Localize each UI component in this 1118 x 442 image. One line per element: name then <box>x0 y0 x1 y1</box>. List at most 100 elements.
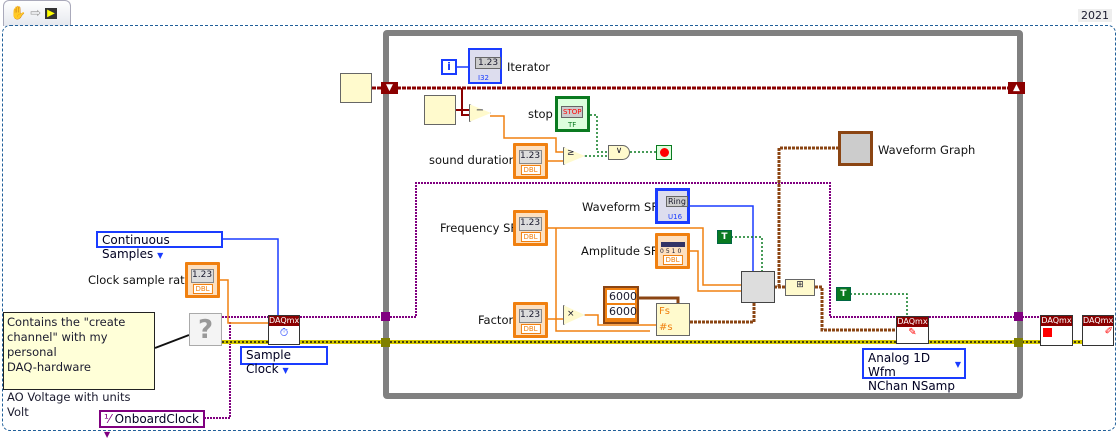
vi-icon[interactable]: ▶ <box>45 8 57 19</box>
stop-terminal-icon <box>660 148 669 157</box>
waveform-wire <box>690 146 896 332</box>
daqmx-write-node[interactable]: DAQmx✎ <box>896 316 929 344</box>
value: 1.23 <box>519 309 542 323</box>
unknown-subvi-node[interactable]: ? <box>189 313 222 346</box>
basic-function-generator-node[interactable] <box>741 271 775 303</box>
arrow-icon[interactable]: ⇨ <box>30 6 42 21</box>
const-to-bundle <box>638 296 680 303</box>
chevron-down-icon: ▼ <box>104 430 111 439</box>
hand-icon[interactable]: ✋ <box>10 6 27 21</box>
shift-register-right[interactable]: ▲ <box>1008 82 1025 94</box>
freq-wire <box>548 227 741 332</box>
type: DBL <box>520 232 541 242</box>
true-constant-2[interactable]: T <box>836 287 851 301</box>
amp-wire <box>690 250 741 292</box>
wires <box>154 66 1112 419</box>
sound-duration-label: sound duration <box>429 153 516 167</box>
sample-mode-wire <box>222 238 279 315</box>
selector-line1: Analog 1D Wfm <box>868 351 931 379</box>
error-tunnel-out <box>1014 338 1023 347</box>
slider-track <box>661 242 685 247</box>
selector-line2: NChan NSamp <box>868 379 955 393</box>
elapsed-time-icon[interactable] <box>340 73 372 103</box>
daqmx-header: DAQmx <box>1083 316 1114 326</box>
waveform-graph-terminal[interactable] <box>838 131 873 166</box>
bundle-ns: #s <box>659 322 673 333</box>
daqmx-clear-task-node[interactable]: DAQmx✐ <box>1082 315 1114 346</box>
clock-source-control[interactable]: ⅟ OnboardClock ▼ <box>99 410 205 439</box>
block-diagram-frame <box>2 25 1116 431</box>
iterator-value: 1.23 <box>475 57 502 69</box>
bundle-fs: Fs <box>659 306 670 317</box>
bundle-by-name-node[interactable]: Fs #s <box>656 303 690 336</box>
daqmx-header: DAQmx <box>269 316 300 326</box>
ring-type: U16 <box>668 213 683 221</box>
waveform-type-wire <box>690 205 754 272</box>
task-tunnel-out <box>1014 312 1023 321</box>
shift-register-left[interactable]: ▼ <box>381 82 398 94</box>
iteration-terminal: i <box>441 59 457 75</box>
timing-value: Sample Clock <box>246 348 291 376</box>
timing-polymorphic-selector[interactable]: Sample Clock ▼ <box>240 346 328 376</box>
daqmx-stop-task-node[interactable]: DAQmx <box>1040 315 1073 346</box>
chevron-down-icon: ▼ <box>157 251 164 260</box>
slider-ticks: 0510 <box>660 248 684 255</box>
error-tunnel-in <box>381 338 390 347</box>
daqmx-timing-node[interactable]: DAQmx⏱ <box>268 315 300 345</box>
stop-button[interactable]: STOP TF <box>555 96 590 132</box>
or-node[interactable]: ∨ <box>608 145 630 160</box>
comment-box: Contains the "create channel" with my pe… <box>3 312 155 419</box>
write-icon: ✎ <box>908 327 917 338</box>
daqmx-header: DAQmx <box>1041 316 1072 326</box>
version-label: 2021 <box>1078 9 1112 22</box>
loop-stop-terminal[interactable] <box>656 145 672 160</box>
sample-mode-enum[interactable]: Continuous Samples ▼ <box>96 231 223 261</box>
iterator-label: Iterator <box>507 60 551 74</box>
eraser-icon: ✐ <box>1104 326 1113 337</box>
ns-constant[interactable]: 6000 <box>607 305 637 318</box>
ring-text: Ring <box>666 196 688 207</box>
type: DBL <box>520 165 541 175</box>
iterator-type: I32 <box>478 74 489 82</box>
toolbar-tab: ✋ ⇨ ▶ <box>3 0 71 26</box>
clock-sample-rate-label: Clock sample rate <box>88 273 192 287</box>
chevron-down-icon: ▼ <box>954 360 961 369</box>
while-loop <box>383 30 1023 399</box>
fs-constant[interactable]: 6000 <box>607 290 637 303</box>
task-wire <box>204 182 1045 419</box>
waveform-graph-label: Waveform Graph <box>878 143 976 157</box>
value: 1.23 <box>191 269 214 283</box>
clock-source-value: OnboardClock <box>114 412 199 426</box>
comment-arrow <box>154 334 190 349</box>
daqmx-header: DAQmx <box>897 317 928 327</box>
stop-square-icon <box>1043 328 1052 337</box>
timestamp-wire-branch <box>456 88 470 116</box>
bool-wire <box>585 114 656 157</box>
factor-label: Factor <box>478 313 514 327</box>
true-constant[interactable]: T <box>717 230 732 244</box>
value: 1.23 <box>519 217 542 231</box>
sample-mode-value: Continuous Samples <box>102 233 170 261</box>
build-array-node[interactable]: ⊞ <box>785 279 815 296</box>
elapsed-time-inner-icon[interactable] <box>424 95 456 125</box>
cluster-constant[interactable]: 6000 6000 <box>603 286 639 324</box>
type: DBL <box>662 255 683 265</box>
chevron-down-icon: ▼ <box>282 366 289 375</box>
stop-label: stop <box>528 107 553 121</box>
stop-button-text: STOP <box>561 106 584 118</box>
t-const-wire <box>731 236 908 316</box>
rate-wire <box>220 279 268 324</box>
amplitude-sf-label: Amplitude SF <box>581 244 658 258</box>
io-name-icon: ⅟ <box>104 412 111 426</box>
stop-type: TF <box>568 121 577 129</box>
task-tunnel-in <box>381 312 390 321</box>
frequency-sf-label: Frequency SF <box>440 221 517 235</box>
